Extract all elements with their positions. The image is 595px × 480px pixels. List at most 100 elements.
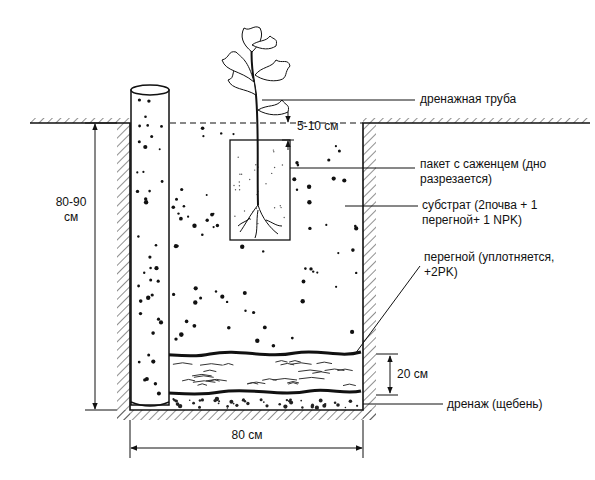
dot [183,205,186,208]
dot [342,178,346,182]
dot [213,213,215,215]
humus-stroke [247,382,265,384]
humus-stroke [193,381,216,383]
humus-stroke [312,372,330,374]
humus-texture [173,361,356,386]
dot [283,405,287,409]
leader-lines [262,100,443,404]
dot [151,293,154,296]
dim-tick [282,140,294,141]
dot [154,266,158,270]
dot [157,392,161,396]
dot [351,248,355,252]
dot [274,207,275,208]
humus-stroke [192,374,212,376]
dot [241,174,242,175]
dot [179,217,183,221]
dot [136,190,139,193]
dot [260,398,263,401]
dot [327,158,330,161]
dot [239,174,240,175]
callout-label: пакет с саженцем (дно разрезается) [420,157,550,187]
dot [289,401,293,405]
dot [350,330,354,334]
dot [174,337,177,340]
dot [149,267,152,270]
dot [302,280,306,284]
dot [291,337,294,340]
dot [218,402,220,404]
dot [354,226,358,230]
dot [216,224,219,227]
humus-stroke [288,383,298,385]
dot [198,406,201,409]
dim-arrow [288,112,289,122]
dot [154,382,157,385]
callout-label: дренажная труба [420,92,590,107]
dot [159,148,161,150]
dot [307,185,311,189]
dot [138,361,141,364]
dot [301,406,303,408]
dot [297,164,300,167]
dot [286,399,288,401]
humus-stroke [223,364,233,366]
dot [355,272,357,274]
humus-stroke [281,363,295,365]
dot [180,188,183,191]
dot [172,293,175,296]
dot [254,169,255,170]
dot [201,126,205,130]
dot [265,404,268,407]
humus-stroke [203,370,216,372]
humus-stroke [287,382,299,384]
dot [201,398,204,401]
dot [265,183,266,184]
dot [138,98,141,101]
dot [246,402,249,405]
humus-stroke [317,362,333,364]
dot [148,190,151,193]
dot [349,399,353,403]
dot [215,290,217,292]
humus-stroke [337,369,352,371]
dot [227,326,231,330]
dot [172,205,176,209]
dot [325,224,327,226]
dot [282,164,283,165]
dot [262,250,264,252]
dot [144,200,148,204]
dot [233,185,234,186]
dot [244,310,246,312]
dim-arrow [288,141,289,150]
humus-stroke [343,384,356,386]
dot [178,404,182,408]
dot [304,267,307,270]
dot [263,401,265,403]
dot [147,353,150,356]
dot [332,177,336,181]
dot [278,403,281,406]
dot [296,189,298,191]
dot [150,135,153,138]
dot [194,286,198,290]
pipe-perforation [136,98,164,395]
dot [137,235,139,237]
grape-leaves [222,27,290,115]
dot [336,403,340,407]
gravel-drainage [172,397,358,410]
dot [213,226,215,228]
dot [218,400,220,402]
dot [173,399,176,402]
dot [193,300,197,304]
dot [249,179,250,180]
dot [273,149,274,150]
dot [308,227,311,230]
dot [187,216,189,218]
callout-label: перегной (уплотняется, +2PK) [424,250,569,280]
callout-label: субстрат (2почва + 1 перегной+ 1 NPK) [422,198,562,228]
dimension-label: 20 см [397,367,447,382]
dot [322,404,326,408]
humus-stroke [182,379,195,381]
dot [315,406,319,410]
